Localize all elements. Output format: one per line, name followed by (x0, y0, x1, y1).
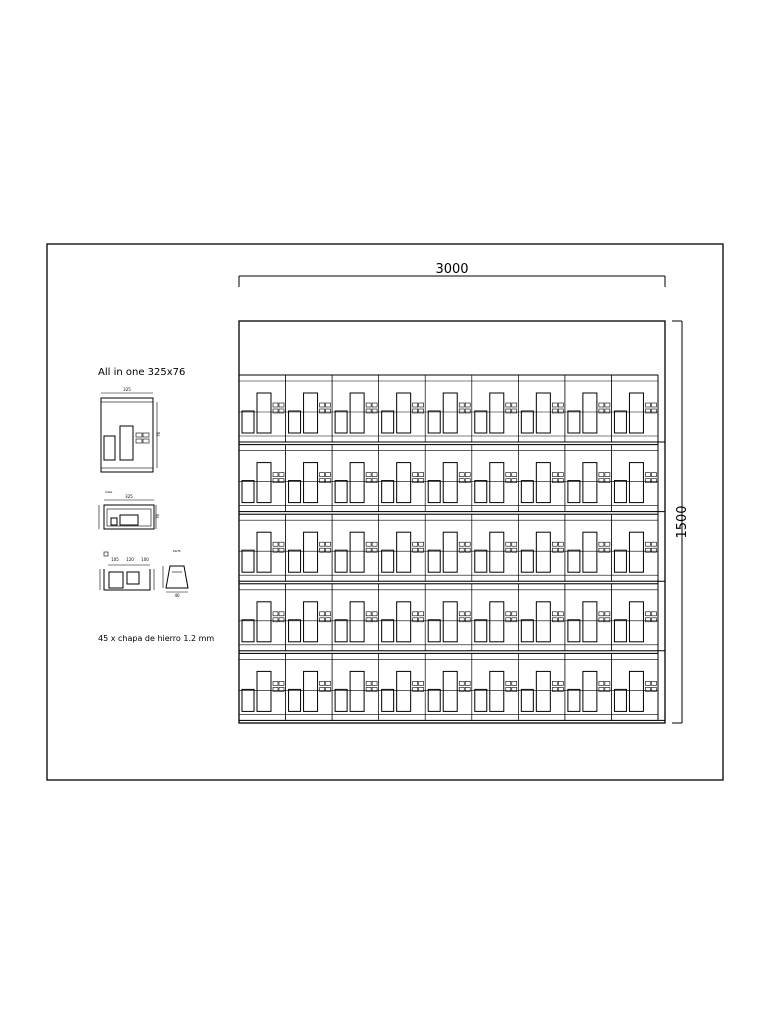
height-dimension: 1500 (672, 320, 690, 724)
nested-part (471, 653, 519, 721)
height-dimension-label: 1500 (675, 505, 690, 538)
nested-part (518, 653, 566, 721)
section-dim-2: 120 (126, 557, 134, 562)
detail-title: All in one 325x76 (98, 367, 185, 378)
nested-part (471, 583, 519, 652)
nested-part (378, 513, 426, 582)
section-dim-3: 100 (141, 557, 149, 562)
nested-part (564, 374, 612, 443)
nested-part (285, 374, 333, 443)
nested-part (424, 444, 473, 512)
nested-part (611, 513, 659, 582)
nested-part (331, 374, 379, 443)
section-dim-1: 105 (111, 557, 119, 562)
profile-view-dim: 40 (174, 593, 180, 598)
profile-view-label: Perfil (173, 549, 181, 553)
front-view-side-dim: 76 (156, 431, 161, 437)
nested-part (285, 583, 333, 652)
nested-part (285, 513, 333, 582)
nested-part (518, 513, 566, 582)
nested-part (564, 513, 612, 582)
nested-part (238, 444, 286, 512)
nested-part (518, 444, 566, 512)
nested-part (564, 444, 612, 512)
nested-part (285, 653, 333, 721)
section-view: 105 120 100 (99, 551, 155, 591)
nested-part (564, 583, 612, 652)
nested-part (424, 653, 473, 721)
top-view: Vista 325 76 (98, 490, 160, 530)
nested-part (424, 374, 473, 443)
nested-part (564, 653, 612, 721)
nesting-grid (238, 374, 665, 721)
nested-part (238, 653, 286, 721)
nested-part (331, 653, 379, 721)
nested-part (471, 444, 519, 512)
nested-part (378, 653, 426, 721)
nest-row (238, 583, 665, 652)
nest-row (238, 374, 665, 443)
nested-part (424, 583, 473, 652)
nested-part (378, 374, 426, 443)
front-view-dim: 325 (123, 387, 131, 392)
nested-part (238, 374, 286, 443)
nested-part (471, 374, 519, 443)
width-dimension-label: 3000 (435, 262, 468, 277)
nested-part (285, 444, 333, 512)
nested-part (238, 513, 286, 582)
nest-row (238, 444, 665, 513)
nested-part (238, 583, 286, 652)
top-view-label: Vista (105, 490, 113, 494)
nested-part (611, 653, 659, 721)
nested-part (378, 444, 426, 512)
front-view: 325 76 (100, 387, 161, 473)
nested-part (331, 513, 379, 582)
sheet-border (46, 243, 724, 781)
top-view-dim: 325 (125, 494, 133, 499)
nest-row (238, 513, 665, 582)
nested-part (471, 513, 519, 582)
material-note: 45 x chapa de hierro 1.2 mm (98, 634, 214, 643)
nested-part (518, 583, 566, 652)
nested-part (611, 374, 659, 443)
top-view-side-dim: 76 (155, 513, 160, 519)
nested-part (518, 374, 566, 443)
detail-views: All in one 325x76 325 76 Vista 325 (98, 367, 214, 643)
nest-row (238, 652, 665, 721)
nested-part (611, 444, 659, 512)
nested-part (331, 583, 379, 652)
profile-view: Perfil 40 (162, 549, 189, 598)
nested-part (378, 583, 426, 652)
nested-part (424, 513, 473, 582)
nested-part (611, 583, 659, 652)
width-dimension: 3000 (238, 262, 666, 287)
nested-part (331, 444, 379, 512)
